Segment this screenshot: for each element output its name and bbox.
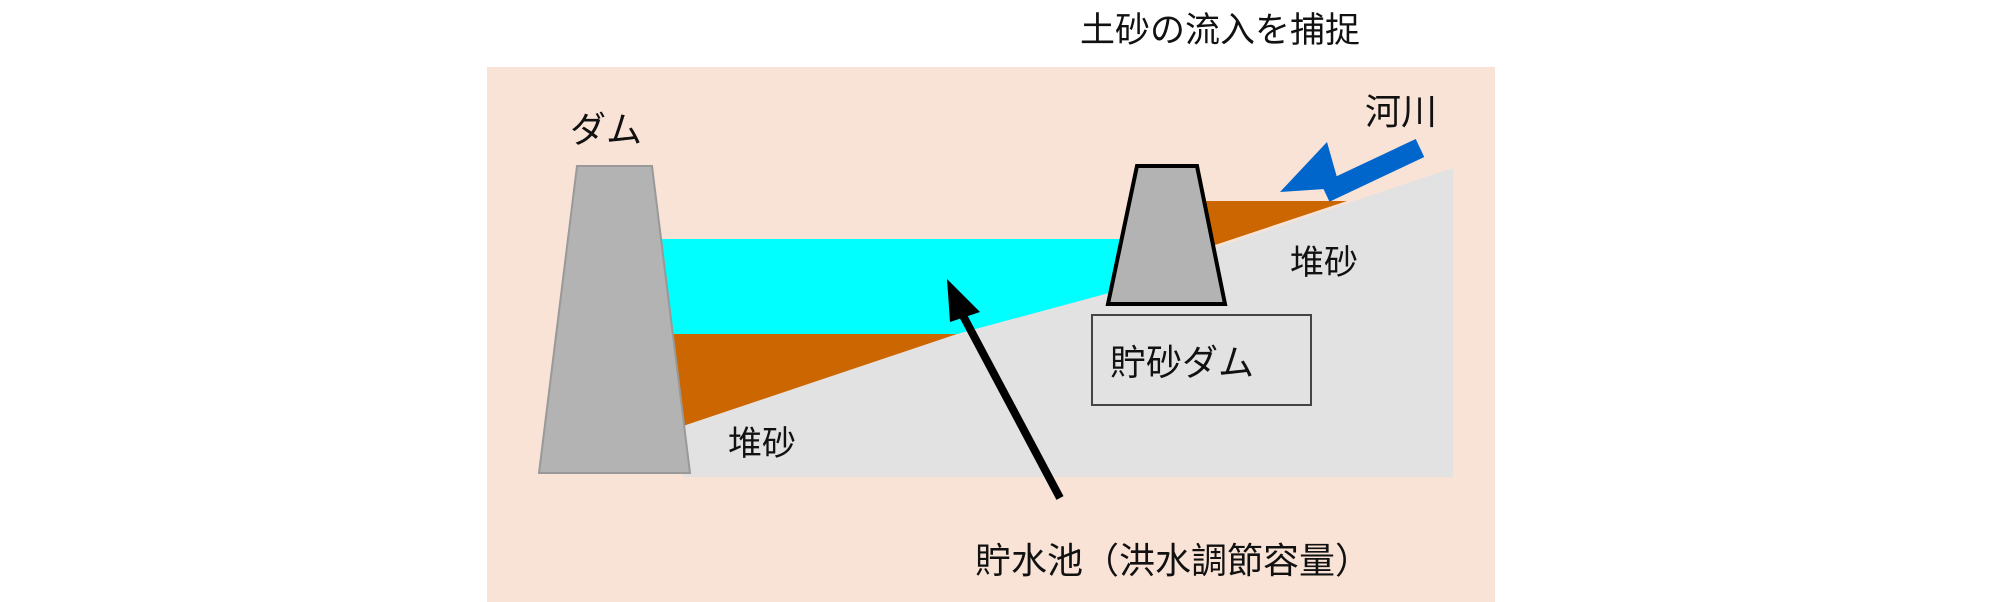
sediment-lower bbox=[668, 334, 957, 426]
river-label: 河川 bbox=[1365, 92, 1437, 133]
sediment-lower-label: 堆砂 bbox=[728, 424, 796, 464]
check-dam-label: 貯砂ダム bbox=[1110, 343, 1254, 384]
reservoir-pointer-arrow-icon bbox=[947, 279, 1064, 500]
river-flow-arrow-icon bbox=[1280, 138, 1425, 202]
reservoir-label: 貯水池（洪水調節容量） bbox=[975, 541, 1371, 582]
sediment-upper bbox=[1200, 201, 1347, 246]
dam-label: ダム bbox=[570, 110, 642, 151]
reservoir-water bbox=[660, 239, 1125, 334]
sediment-upper-label: 堆砂 bbox=[1290, 243, 1358, 283]
main-dam bbox=[537, 165, 692, 474]
check-dam-label-box bbox=[1091, 314, 1312, 406]
check-dam bbox=[1105, 164, 1228, 306]
diagram-title: 土砂の流入を捕捉 bbox=[1080, 11, 1360, 51]
